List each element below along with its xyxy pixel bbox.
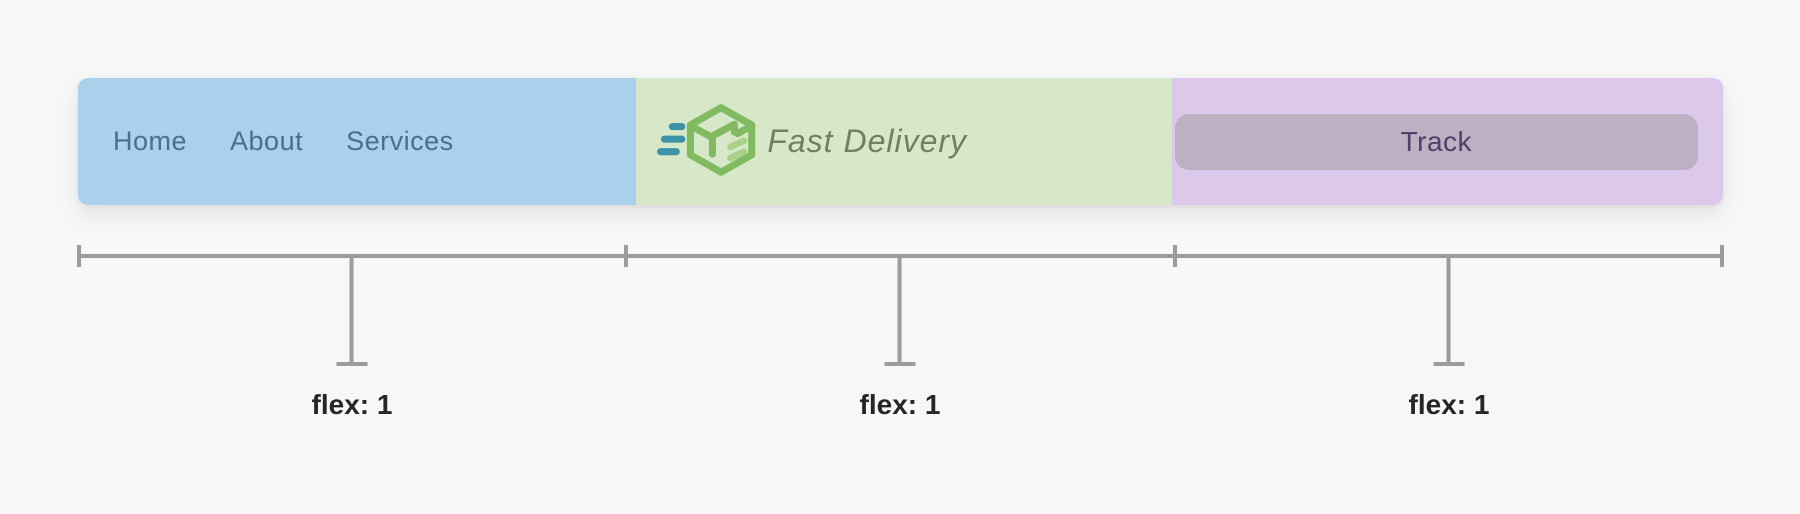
navbar: Home About Services <box>78 78 1723 205</box>
ruler-line <box>78 254 1723 258</box>
nav-link-services[interactable]: Services <box>346 126 454 156</box>
flex-label: flex: 1 <box>311 389 393 420</box>
ruler-tick <box>1720 245 1724 267</box>
annotation-foot <box>884 362 916 366</box>
ruler-tick <box>77 245 81 267</box>
annotation-foot <box>336 362 368 366</box>
track-section: Track <box>1171 78 1723 205</box>
annotation-drop-line <box>1447 258 1451 362</box>
flex-label: flex: 1 <box>859 389 941 420</box>
nav-link-about[interactable]: About <box>230 126 304 156</box>
flex-label: flex: 1 <box>1408 389 1490 420</box>
delivery-box-speed-lines-icon <box>657 104 756 176</box>
annotation-foot <box>1433 362 1465 366</box>
annotation-drop-line <box>898 258 902 362</box>
nav-links-section: Home About Services <box>78 78 637 205</box>
brand-section: Fast Delivery <box>636 78 1172 205</box>
ruler-tick <box>1172 245 1177 267</box>
flex-annotation-2: flex: 1 <box>859 258 941 421</box>
track-button[interactable]: Track <box>1174 113 1698 170</box>
flex-annotation-3: flex: 1 <box>1408 258 1490 421</box>
nav-link-home[interactable]: Home <box>113 126 188 156</box>
annotation-drop-line <box>350 258 354 362</box>
ruler-tick <box>624 245 629 267</box>
brand-name: Fast Delivery <box>767 123 968 159</box>
flex-annotation-1: flex: 1 <box>311 258 393 421</box>
width-ruler <box>77 245 1724 267</box>
